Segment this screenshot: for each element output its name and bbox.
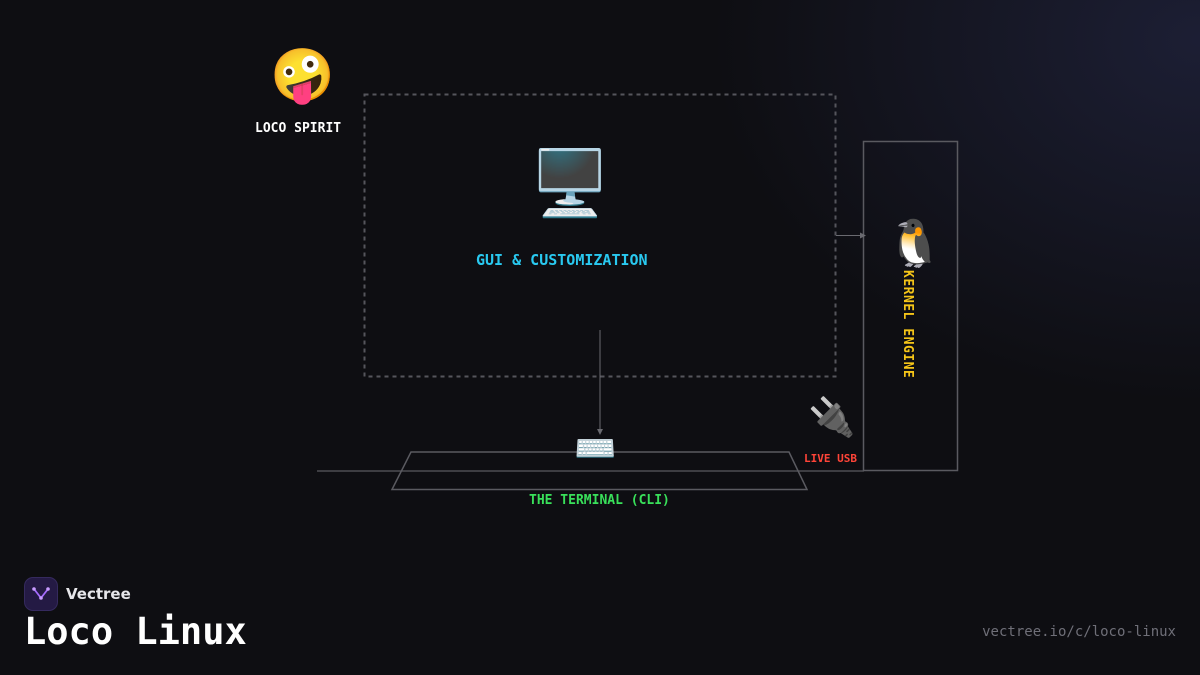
kernel-frame	[862, 140, 959, 472]
usb-label: LIVE USB	[804, 452, 857, 465]
zany-face-icon: 🤪	[270, 46, 335, 106]
gui-frame	[363, 93, 837, 378]
desktop-computer-icon: 🖥️	[530, 147, 610, 221]
page-url[interactable]: vectree.io/c/loco-linux	[982, 624, 1176, 640]
spirit-label: LOCO SPIRIT	[255, 121, 342, 136]
brand-name: Vectree	[66, 585, 131, 603]
terminal-platform	[390, 451, 809, 491]
brand[interactable]: Vectree	[24, 577, 131, 611]
electric-plug-icon: 🔌	[808, 395, 856, 439]
terminal-label: THE TERMINAL (CLI)	[529, 493, 670, 508]
penguin-icon: 🐧	[886, 216, 944, 270]
page-title: Loco Linux	[24, 610, 247, 653]
kernel-label: KERNEL ENGINE	[900, 270, 915, 379]
vectree-logo-icon	[24, 577, 58, 611]
gui-label: GUI & CUSTOMIZATION	[476, 251, 648, 269]
keyboard-icon: ⌨️	[574, 429, 617, 469]
